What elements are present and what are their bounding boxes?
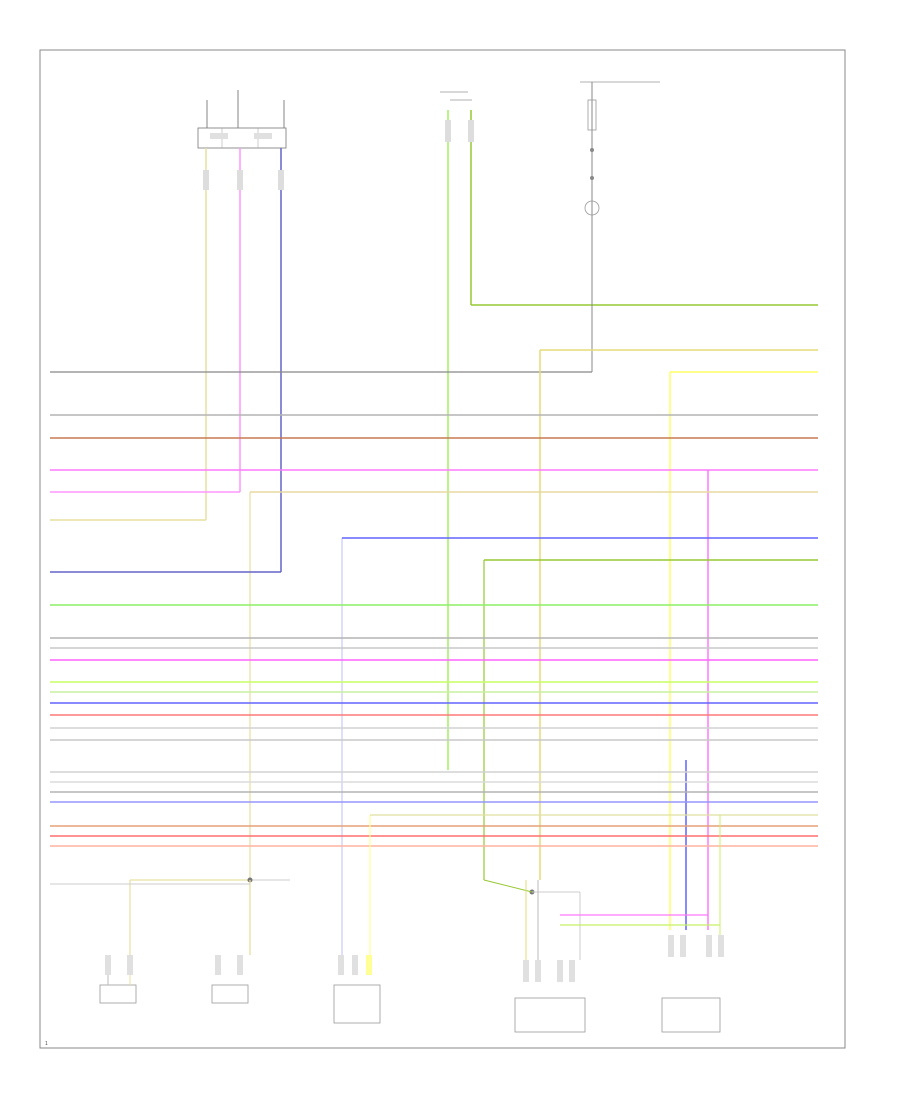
bottom-component-4 — [514, 880, 586, 1033]
bottom-component-5 — [661, 815, 724, 1033]
lower-splice-right — [369, 814, 818, 960]
bottom-component-2 — [211, 955, 249, 1004]
top-middle-connector-group — [440, 91, 818, 770]
top-left-connector — [197, 127, 287, 149]
top-left-connector-group — [197, 90, 287, 572]
bottom-component-1 — [99, 955, 137, 1004]
top-right-fuse-group — [50, 81, 660, 373]
diagram-frame — [39, 49, 846, 1049]
fuse-element — [587, 99, 597, 131]
fusible-link — [584, 200, 600, 216]
page-number: 1 — [45, 1041, 48, 1047]
harness-bundle — [50, 414, 818, 847]
bottom-component-3 — [333, 955, 381, 1024]
lower-splice-left — [50, 877, 290, 955]
